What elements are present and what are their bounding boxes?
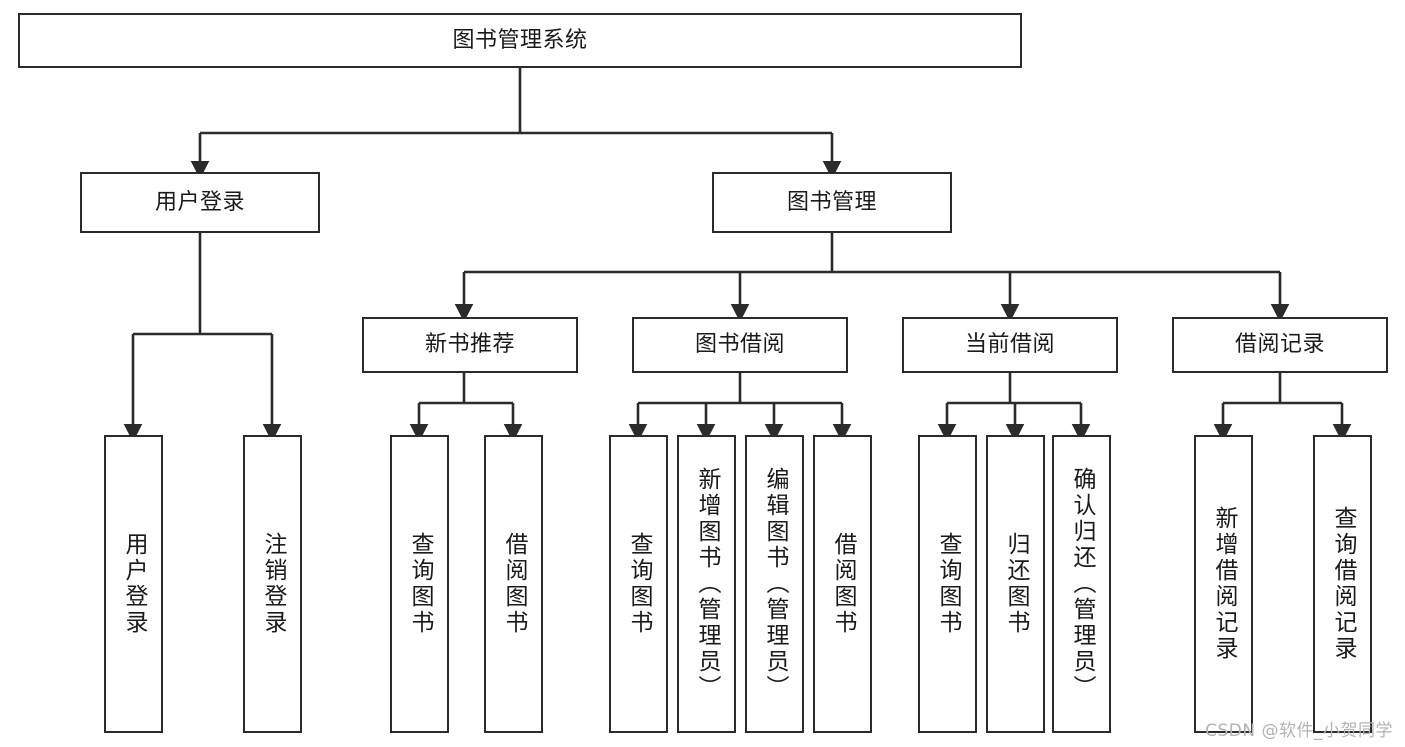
leaf-query-books-borrow[interactable]: 查询图书 <box>609 435 668 733</box>
leaf-confirm-return-admin[interactable]: 确认归还（管理员） <box>1052 435 1111 733</box>
leaf-edit-book-admin[interactable]: 编辑图书（管理员） <box>745 435 804 733</box>
node-label: 新增借阅记录 <box>1211 506 1237 662</box>
node-label: 查询图书 <box>626 532 652 636</box>
leaf-add-borrow-record[interactable]: 新增借阅记录 <box>1194 435 1253 733</box>
node-label: 用户登录 <box>121 532 147 636</box>
leaf-borrow-books-borrow[interactable]: 借阅图书 <box>813 435 872 733</box>
node-label: 新增图书（管理员） <box>694 467 720 701</box>
node-new-book-recommendation[interactable]: 新书推荐 <box>362 317 578 373</box>
node-book-borrowing[interactable]: 图书借阅 <box>632 317 848 373</box>
leaf-borrow-books-newbook[interactable]: 借阅图书 <box>484 435 543 733</box>
node-label: 借阅图书 <box>830 532 856 636</box>
leaf-user-login[interactable]: 用户登录 <box>104 435 163 733</box>
node-label: 查询图书 <box>407 532 433 636</box>
node-label: 当前借阅 <box>964 332 1055 358</box>
leaf-return-books[interactable]: 归还图书 <box>986 435 1045 733</box>
node-label: 图书管理 <box>786 189 877 215</box>
node-book-management[interactable]: 图书管理 <box>712 172 952 233</box>
node-label: 新书推荐 <box>424 332 515 358</box>
node-label: 用户登录 <box>154 189 245 215</box>
node-user-login[interactable]: 用户登录 <box>80 172 320 233</box>
node-label: 图书管理系统 <box>452 27 588 53</box>
node-label: 注销登录 <box>260 532 286 636</box>
node-label: 借阅记录 <box>1234 332 1325 358</box>
leaf-add-book-admin[interactable]: 新增图书（管理员） <box>677 435 736 733</box>
node-label: 图书借阅 <box>694 332 785 358</box>
csdn-watermark: CSDN @软件_小贺同学 <box>1205 721 1393 741</box>
leaf-query-books-newbook[interactable]: 查询图书 <box>390 435 449 733</box>
leaf-query-books-current[interactable]: 查询图书 <box>918 435 977 733</box>
node-label: 归还图书 <box>1003 532 1029 636</box>
node-label: 查询图书 <box>935 532 961 636</box>
node-current-borrowing[interactable]: 当前借阅 <box>902 317 1118 373</box>
node-label: 查询借阅记录 <box>1330 506 1356 662</box>
node-label: 编辑图书（管理员） <box>762 467 788 701</box>
node-root-book-management-system[interactable]: 图书管理系统 <box>18 13 1022 68</box>
node-label: 借阅图书 <box>501 532 527 636</box>
node-borrowing-records[interactable]: 借阅记录 <box>1172 317 1388 373</box>
leaf-logout[interactable]: 注销登录 <box>243 435 302 733</box>
node-label: 确认归还（管理员） <box>1069 467 1095 701</box>
leaf-query-borrow-record[interactable]: 查询借阅记录 <box>1313 435 1372 733</box>
